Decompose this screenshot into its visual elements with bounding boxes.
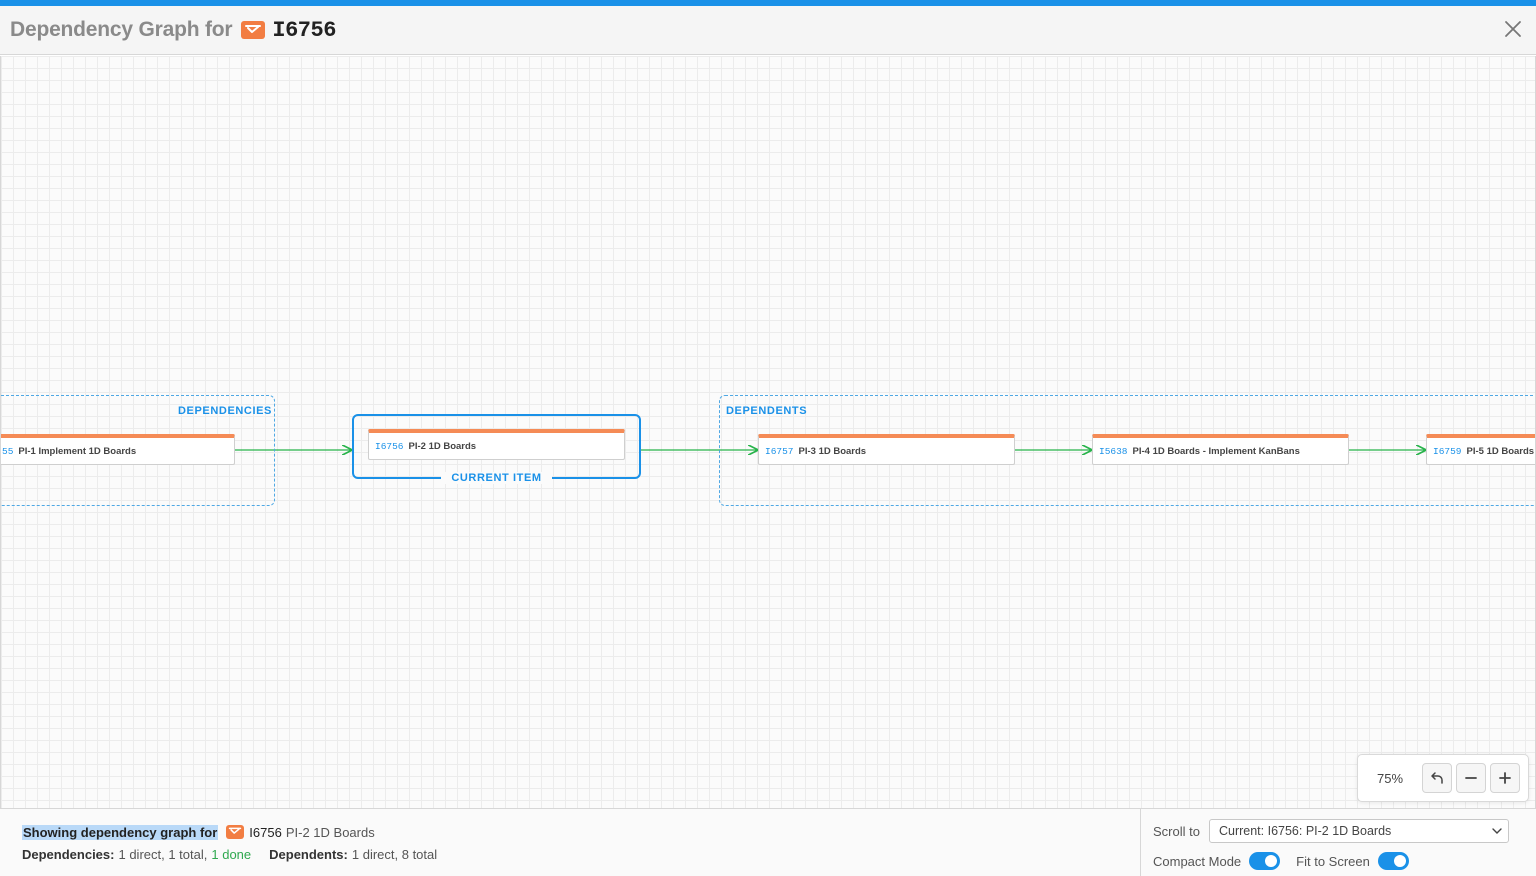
node-title: PI-1 Implement 1D Boards: [18, 445, 137, 457]
dialog-title-prefix: Dependency Graph for: [10, 18, 233, 41]
dependents-group: [719, 395, 1535, 506]
scroll-to-select[interactable]: Current: I6756: PI-2 1D Boards: [1208, 819, 1509, 843]
dependencies-group-label: DEPENDENCIES: [178, 405, 272, 417]
plus-icon: [1499, 772, 1511, 784]
dialog-header: Dependency Graph for I6756: [0, 6, 1536, 55]
node-key[interactable]: I6757: [765, 445, 794, 457]
compact-mode-label: Compact Mode: [1153, 853, 1242, 869]
footer-summary: Showing dependency graph for I6756 PI-2 …: [22, 823, 437, 863]
zoom-level: 75%: [1376, 770, 1404, 786]
dependents-group-label: DEPENDENTS: [726, 405, 808, 417]
dependencies-group: [1, 395, 275, 506]
footer-item-title: PI-2 1D Boards: [285, 824, 375, 840]
footer-bar: Showing dependency graph for I6756 PI-2 …: [0, 808, 1536, 876]
dependencies-stat-value: 1 direct, 1 total,: [118, 846, 208, 862]
node-key[interactable]: I5638: [1099, 445, 1128, 457]
current-item-node[interactable]: I6756 PI-2 1D Boards: [368, 429, 625, 460]
reset-zoom-button[interactable]: [1422, 763, 1452, 793]
item-type-icon: [226, 825, 245, 839]
fit-to-screen-toggle[interactable]: [1377, 852, 1409, 870]
node-title: PI-3 1D Boards: [798, 445, 867, 457]
dependencies-stat-label: Dependencies:: [22, 846, 115, 862]
undo-icon: [1431, 772, 1443, 784]
minus-icon: [1465, 777, 1477, 779]
scroll-to-value: Current: I6756: PI-2 1D Boards: [1218, 824, 1392, 838]
dependent-node[interactable]: I6759 PI-5 1D Boards: [1426, 434, 1535, 465]
footer-item-key[interactable]: I6756: [249, 824, 282, 840]
dependents-stat-value: 1 direct, 8 total: [351, 846, 438, 862]
node-key[interactable]: I6756: [375, 440, 404, 452]
dependent-node[interactable]: I5638 PI-4 1D Boards - Implement KanBans: [1092, 434, 1349, 465]
dependent-node[interactable]: I6757 PI-3 1D Boards: [758, 434, 1015, 465]
scroll-to-label: Scroll to: [1153, 823, 1200, 839]
graph-canvas[interactable]: DEPENDENCIES 55 PI-1 Implement 1D Boards…: [0, 56, 1536, 808]
graph-edges: [235, 56, 1536, 808]
dependents-stat-label: Dependents:: [269, 846, 348, 862]
dialog-title-key: I6756: [272, 17, 336, 43]
chevron-down-icon: [1492, 828, 1502, 834]
zoom-in-button[interactable]: [1490, 763, 1520, 793]
footer-controls: Scroll to Current: I6756: PI-2 1D Boards…: [1153, 819, 1509, 871]
node-title: PI-4 1D Boards - Implement KanBans: [1132, 445, 1300, 457]
close-icon[interactable]: [1502, 18, 1524, 40]
node-title: PI-5 1D Boards: [1466, 445, 1535, 457]
footer-divider: [1140, 809, 1141, 876]
node-key[interactable]: I6759: [1433, 445, 1462, 457]
node-key[interactable]: 55: [2, 445, 14, 457]
fit-to-screen-label: Fit to Screen: [1296, 853, 1370, 869]
current-item-label-wrap: CURRENT ITEM: [381, 471, 612, 485]
showing-label: Showing dependency graph for: [22, 824, 219, 840]
dependency-node[interactable]: 55 PI-1 Implement 1D Boards: [1, 434, 235, 465]
compact-mode-toggle[interactable]: [1249, 852, 1281, 870]
top-accent-bar: [0, 0, 1536, 6]
zoom-controls: 75%: [1357, 754, 1529, 802]
node-title: PI-2 1D Boards: [408, 440, 477, 452]
zoom-out-button[interactable]: [1456, 763, 1486, 793]
current-item-label: CURRENT ITEM: [441, 472, 552, 484]
dependencies-done-count: 1 done: [211, 846, 252, 862]
item-type-icon: [241, 21, 266, 39]
